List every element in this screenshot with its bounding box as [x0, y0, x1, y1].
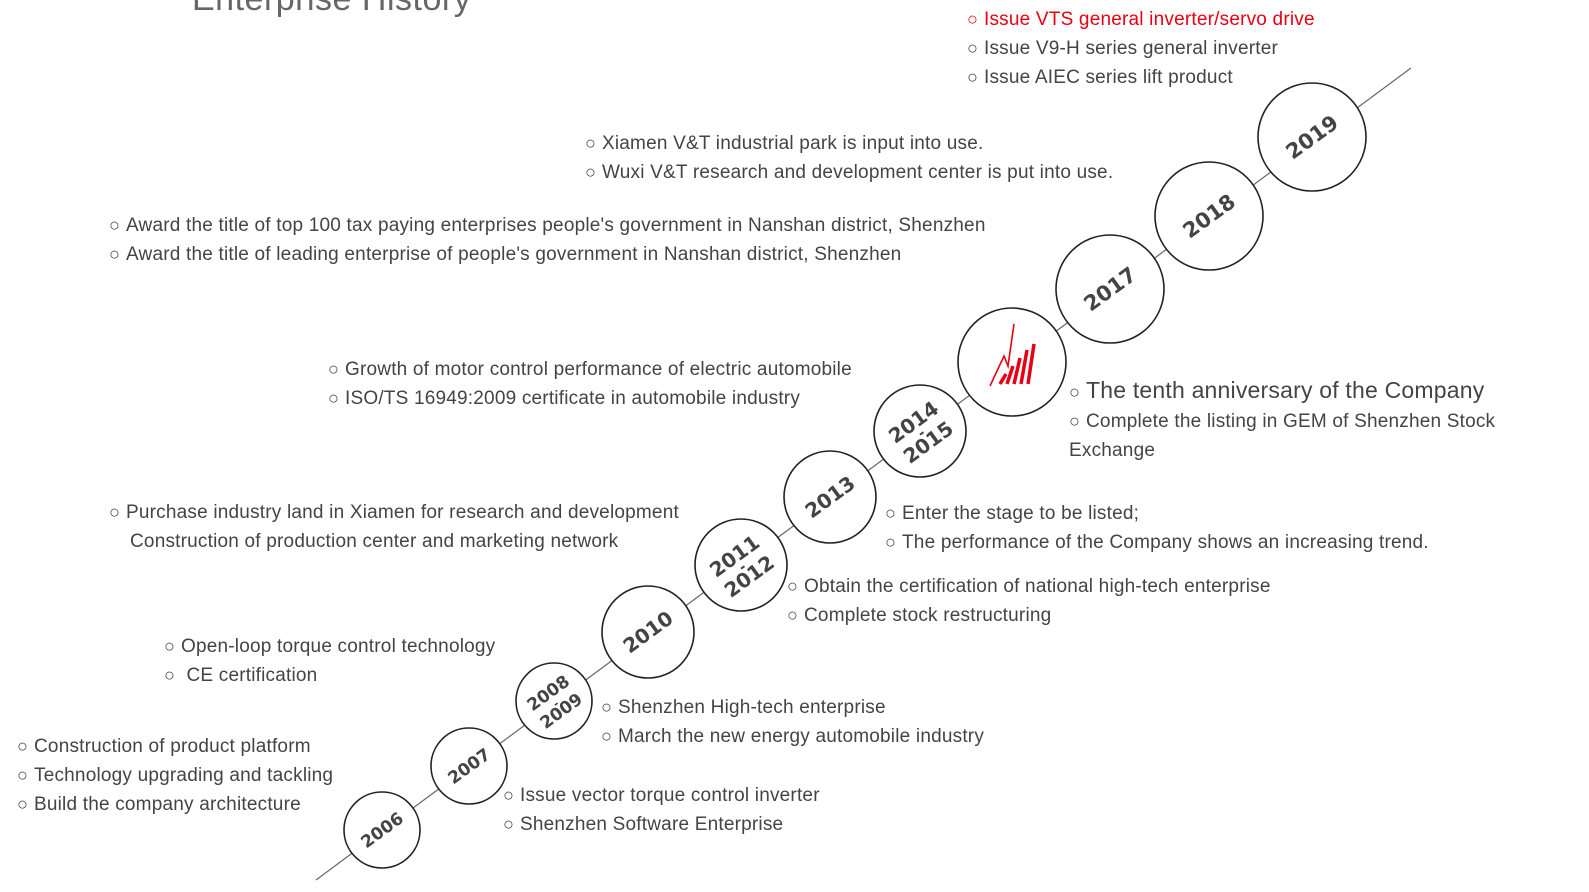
milestone-circle: [1154, 161, 1264, 271]
events-2017: ○Award the title of top 100 tax paying e…: [109, 211, 986, 269]
milestone-2013: 2013: [783, 450, 877, 544]
event-item: ○Issue vector torque control inverter: [503, 781, 820, 810]
events-2006: ○Construction of product platform ○Techn…: [17, 732, 333, 819]
milestone-2017: 2017: [1055, 234, 1165, 344]
circle-bullet-icon: ○: [601, 697, 613, 717]
event-item: ○Award the title of leading enterprise o…: [109, 240, 986, 269]
milestone-circle: [430, 727, 508, 805]
events-2007: ○Issue vector torque control inverter ○S…: [503, 781, 820, 839]
milestone-2016: [957, 307, 1067, 417]
milestone-2006: 2006: [343, 791, 421, 869]
event-item: ○Construction of product platform: [17, 732, 333, 761]
circle-bullet-icon: ○: [787, 605, 799, 625]
event-item: Construction of production center and ma…: [130, 531, 619, 552]
circle-bullet-icon: ○: [585, 162, 597, 182]
events-2014-2015: ○Enter the stage to be listed; ○The perf…: [885, 499, 1429, 557]
circle-bullet-icon: ○: [885, 503, 897, 523]
milestone-circle: [957, 307, 1067, 417]
circle-bullet-icon: ○: [1069, 382, 1081, 402]
circle-bullet-icon: ○: [967, 38, 979, 58]
milestone-circle: [873, 384, 967, 478]
event-item: ○The performance of the Company shows an…: [885, 528, 1429, 557]
circle-bullet-icon: ○: [164, 636, 176, 656]
circle-bullet-icon: ○: [328, 388, 340, 408]
circle-bullet-icon: ○: [601, 726, 613, 746]
event-item: ○Open-loop torque control technology: [164, 632, 495, 661]
events-2019: ○Issue VTS general inverter/servo drive …: [967, 5, 1315, 92]
event-item: ○ CE certification: [164, 661, 495, 690]
event-item: ○ISO/TS 16949:2009 certificate in automo…: [328, 384, 852, 413]
rising-bar-chart-logo-icon: [989, 323, 1036, 387]
circle-bullet-icon: ○: [109, 502, 121, 522]
event-item: ○Xiamen V&T industrial park is input int…: [585, 129, 1113, 158]
circle-bullet-icon: ○: [967, 9, 979, 29]
page-title: Enterprise History: [192, 0, 471, 19]
circle-bullet-icon: ○: [109, 244, 121, 264]
event-item-highlighted: ○Issue VTS general inverter/servo drive: [967, 5, 1315, 34]
milestone-2018: 2018: [1154, 161, 1264, 271]
milestone-circle: [694, 518, 788, 612]
event-item: ○The tenth anniversary of the Company: [1069, 376, 1539, 407]
circle-bullet-icon: ○: [164, 665, 176, 685]
events-2013: ○Obtain the certification of national hi…: [787, 572, 1271, 630]
event-item: ○Technology upgrading and tackling: [17, 761, 333, 790]
circle-bullet-icon: ○: [885, 532, 897, 552]
milestone-circle: [1055, 234, 1165, 344]
event-item: ○Obtain the certification of national hi…: [787, 572, 1271, 601]
circle-bullet-icon: ○: [503, 785, 515, 805]
milestone-circle: [1257, 82, 1367, 192]
event-item: ○Growth of motor control performance of …: [328, 355, 852, 384]
event-item: ○Build the company architecture: [17, 790, 333, 819]
events-2008-2009: ○Open-loop torque control technology ○ C…: [164, 632, 495, 690]
milestone-circle: [515, 662, 593, 740]
events-2018: ○Xiamen V&T industrial park is input int…: [585, 129, 1113, 187]
circle-bullet-icon: ○: [17, 765, 29, 785]
milestone-2010: 2010: [601, 585, 695, 679]
milestone-circle: [601, 585, 695, 679]
event-item: ○Issue V9-H series general inverter: [967, 34, 1315, 63]
milestone-circle: [343, 791, 421, 869]
event-item: ○Wuxi V&T research and development cente…: [585, 158, 1113, 187]
milestone-2019: 2019: [1257, 82, 1367, 192]
event-item: ○Purchase industry land in Xiamen for re…: [109, 498, 679, 527]
event-item: ○March the new energy automobile industr…: [601, 722, 984, 751]
event-item: ○Shenzhen Software Enterprise: [503, 810, 820, 839]
event-item: ○Complete the listing in GEM of Shenzhen…: [1069, 407, 1499, 465]
milestone-2011-2012: 2011-2012: [694, 518, 788, 612]
circle-bullet-icon: ○: [787, 576, 799, 596]
circle-bullet-icon: ○: [17, 794, 29, 814]
year-separator: -: [550, 697, 561, 710]
circle-bullet-icon: ○: [17, 736, 29, 756]
events-2011-2012: ○Purchase industry land in Xiamen for re…: [109, 498, 679, 556]
milestone-2008-2009: 2008-2009: [515, 662, 593, 740]
circle-bullet-icon: ○: [328, 359, 340, 379]
events-growth: ○Growth of motor control performance of …: [328, 355, 852, 413]
events-2010: ○Shenzhen High-tech enterprise ○March th…: [601, 693, 984, 751]
event-item: ○Award the title of top 100 tax paying e…: [109, 211, 986, 240]
circle-bullet-icon: ○: [503, 814, 515, 834]
milestone-circle: [783, 450, 877, 544]
circle-bullet-icon: ○: [585, 133, 597, 153]
event-item: ○Shenzhen High-tech enterprise: [601, 693, 984, 722]
event-item: ○Complete stock restructuring: [787, 601, 1271, 630]
milestone-2007: 2007: [430, 727, 508, 805]
circle-bullet-icon: ○: [967, 67, 979, 87]
event-item: ○Issue AIEC series lift product: [967, 63, 1315, 92]
circle-bullet-icon: ○: [109, 215, 121, 235]
events-2016: ○The tenth anniversary of the Company ○C…: [1069, 376, 1539, 465]
circle-bullet-icon: ○: [1069, 411, 1081, 431]
milestone-2014-2015: 2014-2015: [873, 384, 967, 478]
event-item: ○Enter the stage to be listed;: [885, 499, 1429, 528]
